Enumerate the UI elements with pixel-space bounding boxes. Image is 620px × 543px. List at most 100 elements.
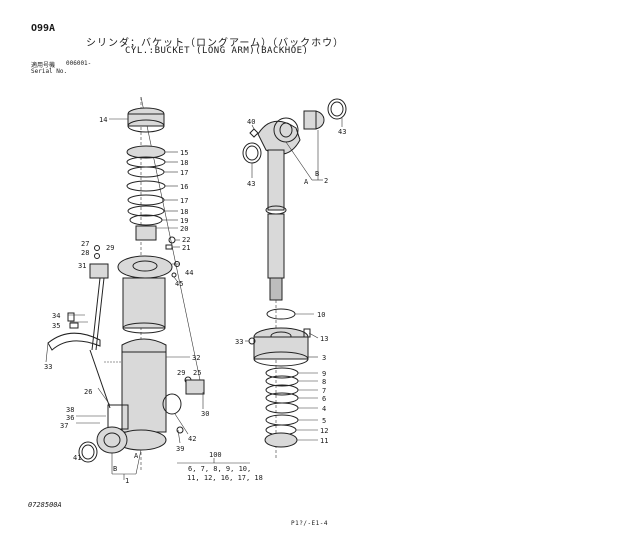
callout-40: 40 <box>247 118 255 126</box>
callout-3: 3 <box>322 354 326 362</box>
part-40-nipple <box>249 128 259 138</box>
left-assembly <box>45 96 250 480</box>
serial-value: 006001- <box>66 60 92 67</box>
part-41-bushing <box>96 426 128 454</box>
piston-rod-upper <box>267 149 285 211</box>
part-13-bolt <box>303 328 311 338</box>
callout-39: 39 <box>176 445 184 453</box>
page-code: O99A <box>31 23 56 34</box>
cylinder-tube-lower <box>121 351 167 433</box>
page-reference: P1?/-E1-4 <box>291 520 329 527</box>
part-15-ring <box>126 145 166 159</box>
kit-contents-line1: 6, 7, 8, 9, 10, <box>188 465 251 473</box>
callout-4: 4 <box>322 405 326 413</box>
callout-2: 2 <box>324 177 328 185</box>
piston-rod-lower <box>267 213 285 279</box>
callout-13: 13 <box>320 335 328 343</box>
part-25-block <box>185 379 205 395</box>
part-20-nut <box>135 225 157 241</box>
part-42-seal <box>162 393 182 415</box>
drawing-reference-code: 0728500A <box>28 501 62 509</box>
callout-22: 22 <box>182 236 190 244</box>
callout-B1: B <box>113 465 117 473</box>
part-5-seal <box>265 414 299 426</box>
part-21-screw <box>165 244 173 250</box>
pipe-upper-2 <box>95 277 105 351</box>
callout-A1: A <box>134 452 139 460</box>
callout-33b: 33 <box>235 338 243 346</box>
callout-37: 37 <box>60 422 68 430</box>
callout-33a: 33 <box>44 363 52 371</box>
part-41-bore <box>103 432 121 448</box>
piston-rod-thread <box>269 277 283 301</box>
callout-29: 29 <box>106 244 114 252</box>
callout-35: 35 <box>52 322 60 330</box>
callout-43b: 43 <box>247 180 255 188</box>
cylinder-flange-bore <box>132 260 158 272</box>
part-28-cap <box>94 253 100 259</box>
pipe-lower <box>89 349 111 409</box>
part-27-grease-nipple <box>94 245 100 251</box>
part-45-oring <box>171 272 177 278</box>
part-2-rod-eye <box>257 120 301 155</box>
leaders-left <box>45 118 204 480</box>
cylinder-tube-upper-end <box>122 322 166 334</box>
callout-7: 7 <box>322 387 326 395</box>
callout-6: 6 <box>322 395 326 403</box>
kit-number: 100 <box>209 451 222 459</box>
part-17-ring <box>127 166 165 178</box>
callout-17a: 17 <box>180 169 188 177</box>
callout-45: 45 <box>175 280 183 288</box>
callout-18a: 18 <box>180 159 188 167</box>
part-35-washer <box>69 322 79 329</box>
callout-14: 14 <box>99 116 107 124</box>
callout-42: 42 <box>188 435 196 443</box>
part-43-seal-left-inner <box>245 145 259 161</box>
part-11-bushing <box>264 432 298 448</box>
callout-25: 25 <box>193 369 201 377</box>
rod-eye-bore <box>279 122 293 138</box>
callout-10: 10 <box>317 311 325 319</box>
part-33-clamp <box>47 332 101 351</box>
callout-20: 20 <box>180 225 188 233</box>
part-17b-ring <box>127 194 165 206</box>
callout-8: 8 <box>322 378 326 386</box>
callout-31: 31 <box>78 262 86 270</box>
callout-32: 32 <box>192 354 200 362</box>
part-10-ring <box>266 308 296 320</box>
part-39-plug <box>176 426 184 434</box>
pipe-upper <box>91 277 101 351</box>
callout-21: 21 <box>182 244 190 252</box>
callout-26: 26 <box>84 388 92 396</box>
callout-1: 1 <box>125 477 129 485</box>
part-43-seal-bottom <box>78 441 98 463</box>
callout-B2: B <box>315 170 319 178</box>
part-4-seal <box>265 402 299 414</box>
leaders-right <box>245 118 343 441</box>
callout-labels: 14 15 18 17 16 17 18 19 20 22 21 27 28 2… <box>44 116 346 485</box>
part-14-bottom <box>127 119 165 133</box>
callout-A2: A <box>304 178 309 186</box>
kit-contents-line2: 11, 12, 16, 17, 18 <box>187 474 263 482</box>
callout-12: 12 <box>320 427 328 435</box>
part-43-seal-top <box>327 98 347 120</box>
cylinder-tube-upper <box>122 277 166 329</box>
callout-44: 44 <box>185 269 193 277</box>
callout-5: 5 <box>322 417 326 425</box>
callout-30: 30 <box>201 410 209 418</box>
part-22-ball <box>168 236 176 244</box>
callout-41: 41 <box>73 454 81 462</box>
callout-43a: 43 <box>338 128 346 136</box>
callout-38: 38 <box>66 406 74 414</box>
title-japanese: シリンダ；バケット（ロングアーム）（バックホウ） <box>86 38 345 49</box>
callout-18b: 18 <box>180 208 188 216</box>
callout-19: 19 <box>180 217 188 225</box>
part-31-block <box>89 263 109 279</box>
callout-36: 36 <box>66 414 74 422</box>
serial-label-japanese: 適用号機 <box>31 62 56 69</box>
serial-label-english: Serial No. <box>31 68 68 75</box>
cylinder-flange <box>117 255 173 279</box>
callout-11: 11 <box>320 437 328 445</box>
callout-9: 9 <box>322 370 326 378</box>
